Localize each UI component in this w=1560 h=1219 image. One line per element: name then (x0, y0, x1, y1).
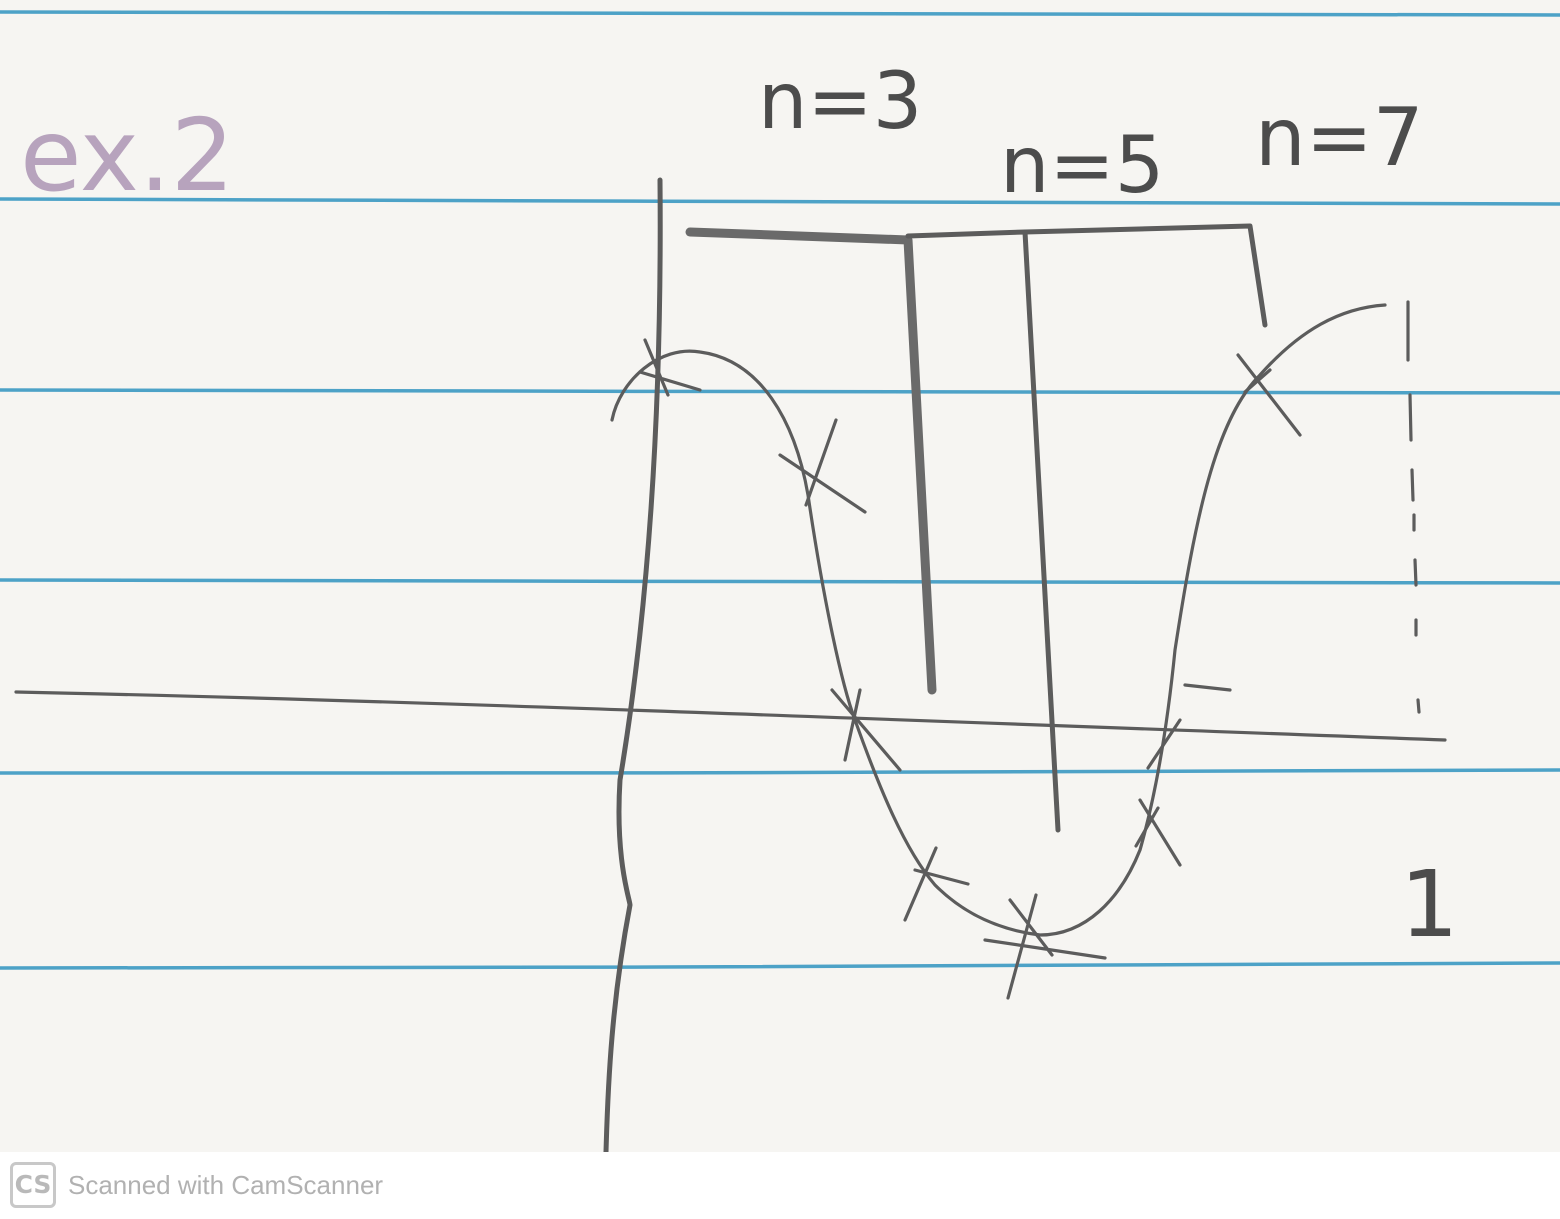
ruled-lines (0, 10, 1560, 970)
curve (610, 303, 1387, 937)
label-n5: n=5 (1000, 121, 1164, 211)
side-mark: 1 (1400, 851, 1459, 958)
step-n3 (685, 227, 937, 695)
dashed-line (1406, 300, 1421, 714)
scanner-footer: CS Scanned with CamScanner (0, 1152, 1560, 1219)
hand-sketch: ex.2 n=3 n=5 n=7 1 (0, 10, 1560, 1152)
horizontal-axis (14, 690, 1447, 742)
label-n3: n=3 (758, 57, 922, 147)
label-n7: n=7 (1255, 91, 1424, 184)
sheet-label: ex.2 (20, 97, 234, 214)
camscanner-text: Scanned with CamScanner (68, 1170, 384, 1200)
step-n7 (1022, 223, 1268, 328)
cross-marks (638, 338, 1302, 1000)
notebook-page: ex.2 n=3 n=5 n=7 1 (0, 0, 1560, 1152)
vertical-axis (603, 177, 663, 1152)
step-n5 (905, 229, 1061, 833)
camscanner-logo: CS (10, 1162, 56, 1208)
